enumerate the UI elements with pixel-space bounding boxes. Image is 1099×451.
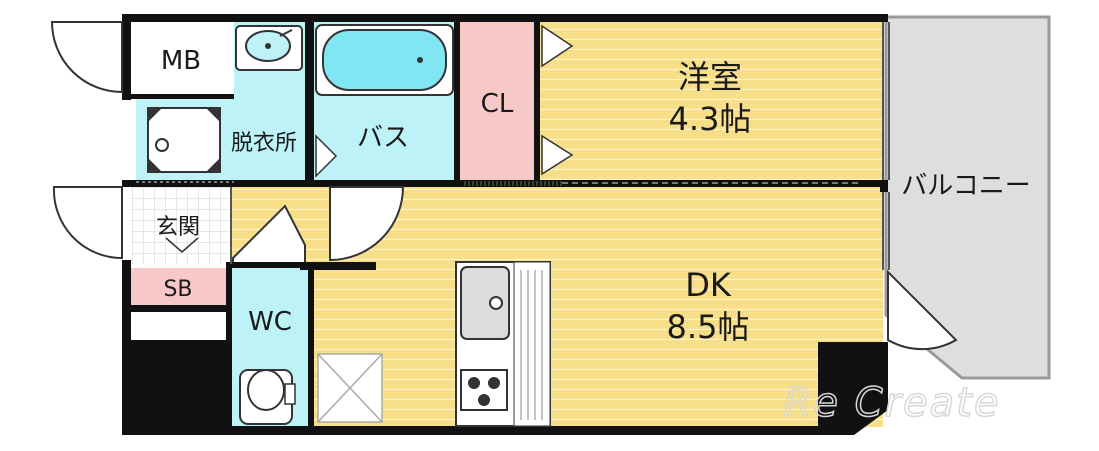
- wc-door-icon: [232, 204, 306, 262]
- balcony-windows: [882, 22, 890, 270]
- dressing-room-label: 脱衣所: [231, 131, 297, 156]
- dk-size: 8.5帖: [667, 308, 750, 346]
- watermark: Re Create: [784, 380, 1001, 426]
- stove-icon: [460, 369, 508, 411]
- door-markers: [315, 24, 574, 178]
- western-room-size: 4.3帖: [669, 100, 752, 138]
- mb-label: MB: [161, 46, 201, 76]
- balcony-area: [884, 15, 1051, 380]
- bathtub-icon: [315, 24, 454, 96]
- dk-floor-upper: [326, 187, 883, 267]
- closet-label: CL: [481, 89, 514, 119]
- door-swing-icon: [50, 21, 958, 351]
- toilet-icon: [239, 369, 296, 425]
- sliding-partition: [462, 181, 562, 186]
- washing-machine-pan-icon: [147, 107, 221, 173]
- mb-area: [131, 22, 232, 96]
- shoe-box-label: SB: [163, 277, 192, 302]
- entrance-label: 玄関: [156, 215, 200, 240]
- western-room-floor: [540, 22, 883, 180]
- bath-label: バス: [357, 123, 409, 153]
- western-room-name: 洋室: [678, 58, 742, 96]
- balcony-label: バルコニー: [901, 171, 1030, 201]
- washbasin-icon: [235, 25, 303, 71]
- storage-marker: [317, 353, 383, 423]
- closet-area: [459, 22, 540, 180]
- wc-label: WC: [248, 307, 292, 337]
- entrance-arrow: [165, 237, 199, 253]
- dk-name: DK: [685, 266, 732, 304]
- sink-icon: [460, 266, 510, 340]
- shoe-box-area: [131, 268, 226, 305]
